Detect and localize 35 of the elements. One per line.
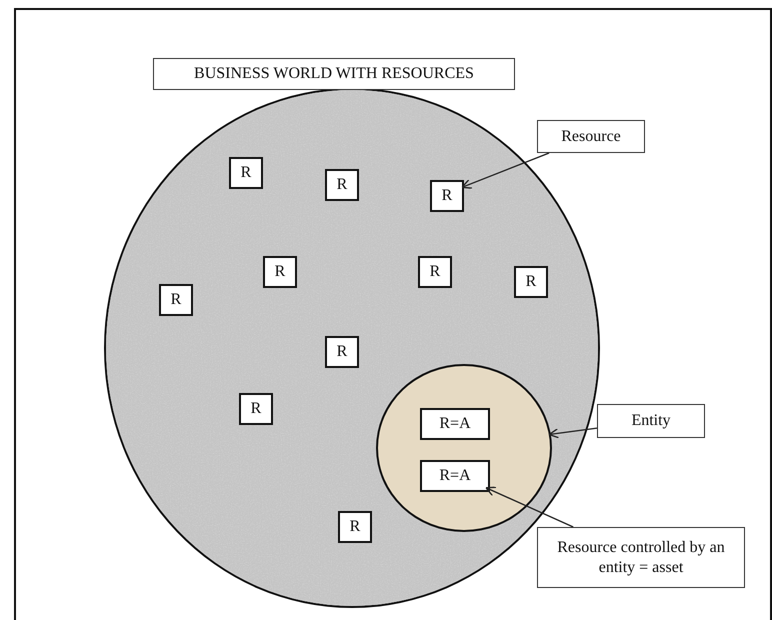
- arrow: [461, 152, 550, 189]
- node-label: R=A: [439, 414, 471, 434]
- node-label: R: [336, 175, 348, 195]
- node-label: R: [170, 290, 182, 310]
- resource-box: [159, 284, 193, 316]
- callout-box: [537, 527, 745, 588]
- node-label: Resource: [561, 126, 621, 146]
- callout-box: [597, 404, 705, 438]
- resource-box: [418, 256, 452, 288]
- resource-box: [514, 266, 548, 298]
- resource-box: [430, 180, 464, 212]
- node-label: R: [526, 272, 536, 292]
- resource-box: [229, 157, 263, 189]
- resource-box: [325, 336, 359, 368]
- node-label: R: [442, 186, 452, 206]
- title-box: [153, 58, 515, 90]
- node-label: R: [336, 342, 348, 362]
- callout-box: [537, 120, 645, 153]
- node-label: Entity: [631, 411, 671, 431]
- node-label: R: [240, 163, 252, 183]
- arrow: [548, 428, 598, 438]
- arrow: [485, 486, 574, 528]
- node-label: R: [274, 262, 286, 282]
- resource-box: [263, 256, 297, 288]
- node-label: R: [350, 517, 360, 537]
- node-label: R: [430, 262, 440, 282]
- resource-box: [420, 408, 490, 440]
- resource-box: [420, 460, 490, 492]
- node-label: R: [250, 399, 262, 419]
- resource-box: [338, 511, 372, 543]
- resource-box: [325, 169, 359, 201]
- node-label: BUSINESS WORLD WITH RESOURCES: [194, 64, 474, 84]
- node-label: R=A: [439, 466, 471, 486]
- resource-box: [239, 393, 273, 425]
- node-label: Resource controlled by an entity = asset: [556, 538, 726, 578]
